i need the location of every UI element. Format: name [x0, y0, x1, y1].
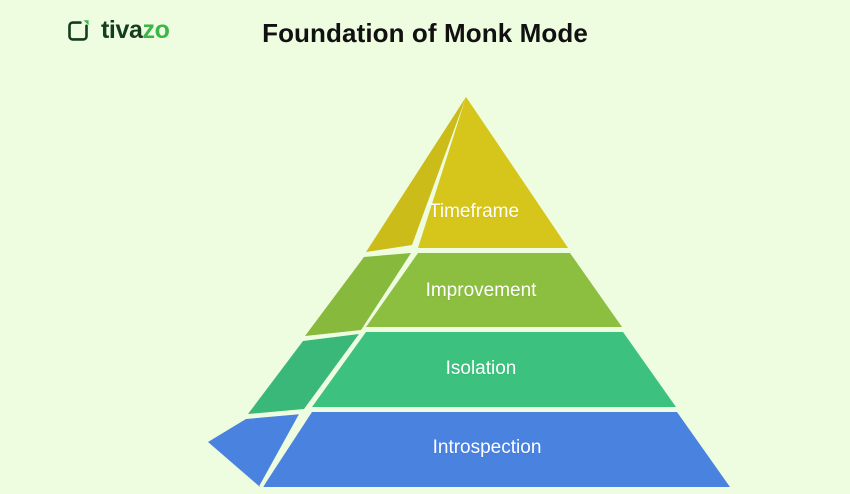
- pyramid-level-3-front: [312, 332, 676, 407]
- pyramid-level-4-label: Introspection: [432, 437, 542, 458]
- pyramid-level-2-side: [305, 253, 411, 336]
- pyramid-level-2-label: Improvement: [425, 280, 537, 301]
- page-title: Foundation of Monk Mode: [262, 18, 588, 48]
- brand-name-part-2: zo: [142, 15, 170, 44]
- brand-name: tivazo: [101, 15, 170, 44]
- pyramid-level-1-side: [366, 97, 466, 252]
- tivazo-bracket-logo-icon: [66, 17, 92, 43]
- pyramid-level-4-side: [208, 414, 302, 487]
- pyramid-level-2-front: [366, 253, 622, 327]
- pyramid-level-4-front: [263, 412, 730, 487]
- pyramid-level-1-front-fill: [419, 97, 568, 248]
- pyramid-level-3-side: [248, 334, 359, 414]
- pyramid-level-4-edge: [259, 410, 305, 488]
- brand-logo: tivazo: [66, 15, 170, 44]
- pyramid-level-3-label: Isolation: [445, 358, 517, 379]
- brand-name-part-1: tiva: [101, 15, 143, 44]
- pyramid-level-1-label: Timeframe: [428, 201, 520, 222]
